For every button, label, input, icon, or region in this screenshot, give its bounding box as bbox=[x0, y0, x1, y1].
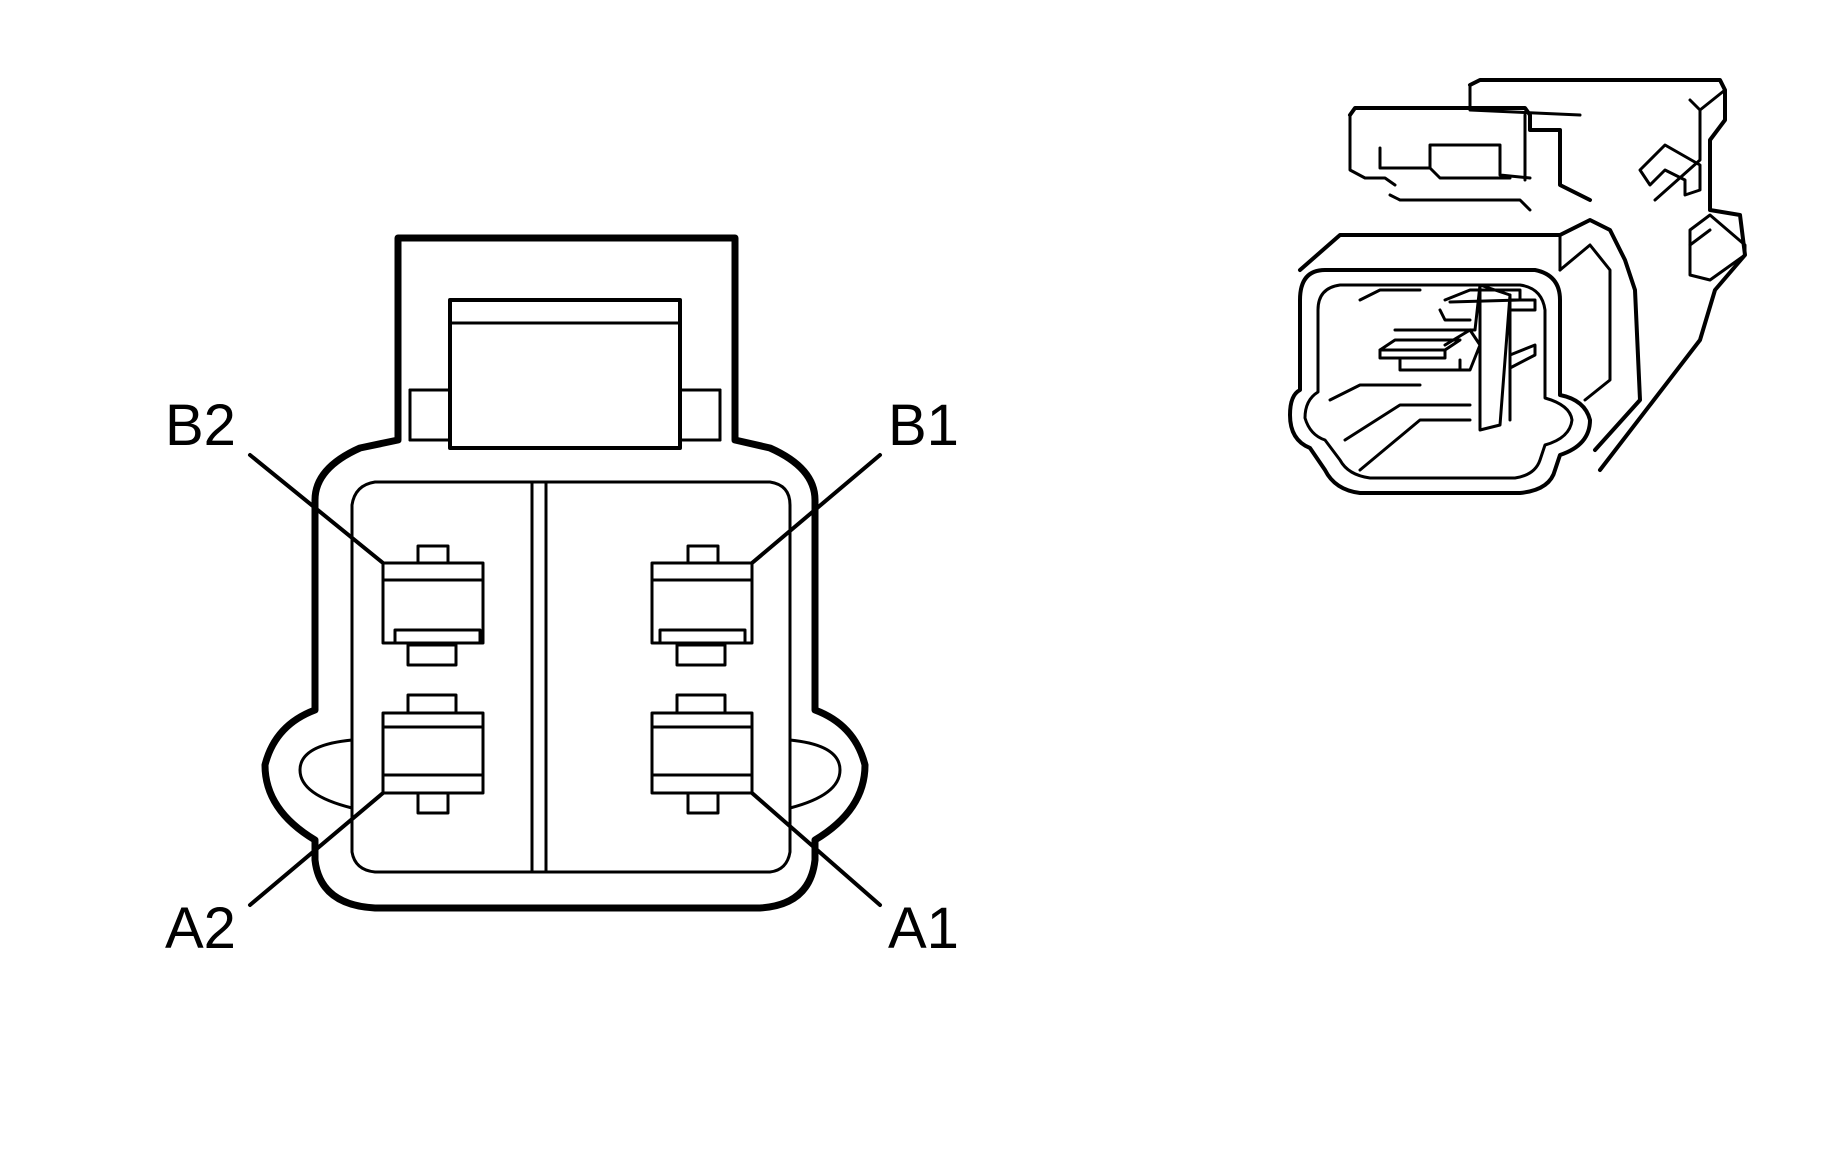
left-ear-cutout bbox=[298, 738, 354, 810]
pin-label-b2: B2 bbox=[165, 393, 236, 458]
pin-label-b1: B1 bbox=[888, 393, 959, 458]
terminal-b1 bbox=[650, 544, 754, 667]
pin-label-a1: A1 bbox=[888, 896, 959, 961]
inner-body bbox=[350, 480, 792, 874]
center-divider bbox=[530, 480, 548, 874]
terminal-b2 bbox=[381, 544, 485, 667]
housing-outline bbox=[261, 234, 869, 912]
leader-a2 bbox=[248, 791, 385, 907]
terminal-a1 bbox=[650, 693, 754, 815]
latch bbox=[408, 298, 722, 450]
connector-isometric-view bbox=[1288, 78, 1747, 495]
leader-a1 bbox=[750, 791, 882, 907]
isometric-pins bbox=[1328, 283, 1537, 472]
terminal-a2 bbox=[381, 693, 485, 815]
leader-b2 bbox=[248, 453, 385, 565]
pin-label-a2: A2 bbox=[165, 896, 236, 961]
connector-face-view: B2 B1 A2 A1 bbox=[165, 234, 959, 961]
leader-b1 bbox=[750, 453, 882, 565]
right-ear-cutout bbox=[788, 738, 842, 810]
